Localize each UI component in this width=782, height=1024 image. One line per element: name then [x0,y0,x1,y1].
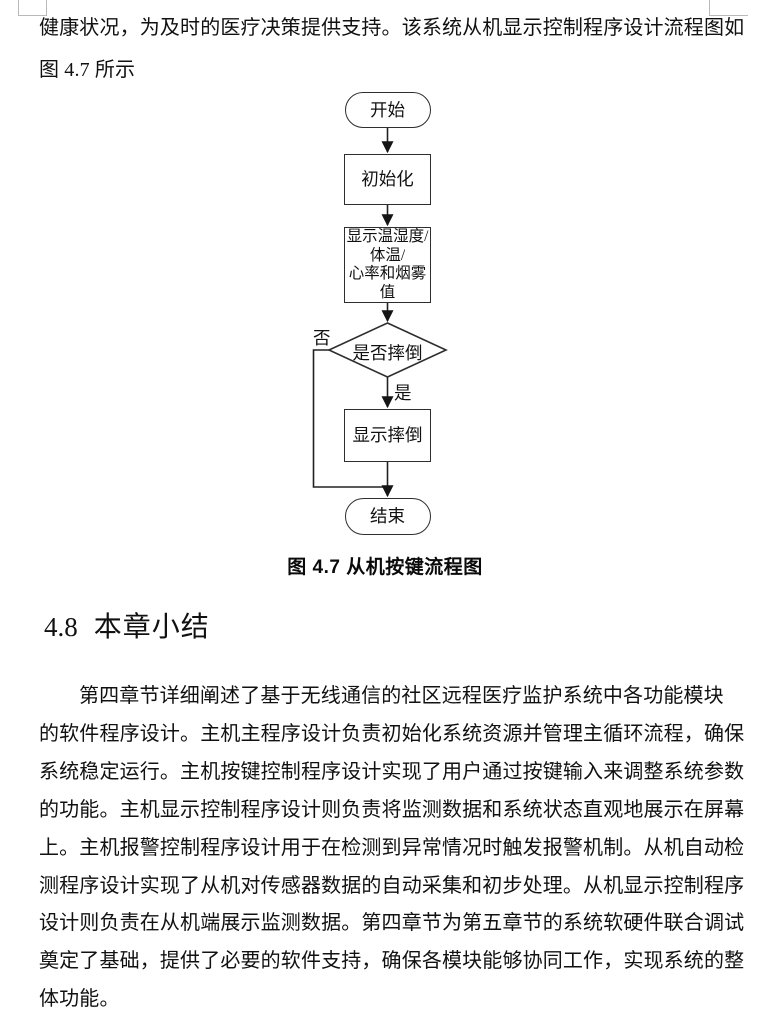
intro-line: 健康状况，为及时的医疗决策提供支持。该系统从机显示控制程序设计流程图如 [39,17,745,39]
section-title: 本章小结 [93,611,210,642]
summary-line: 第四章节详细阐述了基于无线通信的社区远程医疗监护系统中各功能模块 [79,685,724,707]
init-node-label: 初始化 [361,169,414,190]
fall-node-label: 显示摔倒 [352,425,423,446]
summary-line: 系统稳定运行。主机按键控制程序设计实现了用户通过按键输入来调整系统参数 [39,760,745,783]
flowchart-start-node: 开始 [344,92,431,128]
summary-line: 测程序设计实现了从机对传感器数据的自动采集和初步处理。从机显示控制程序 [39,874,745,897]
display-node-line: 体温/ [369,246,406,264]
intro-paragraph: 健康状况，为及时的医疗决策提供支持。该系统从机显示控制程序设计流程图如 图 4.… [39,7,749,91]
section-number: 4.8 [44,612,78,642]
decision-no-branch-label: 否 [313,328,331,348]
flowchart-figure: 开始 初始化 显示温湿度/ 体温/ 心率和烟雾 值 是否摔倒 否 是 显示摔倒 … [0,88,782,554]
flowchart-fall-node: 显示摔倒 [344,409,431,462]
display-node-line: 心率和烟雾 [348,265,427,282]
summary-line: 奠定了基础，提供了必要的软件支持，确保各模块能够协同工作，实现系统的整 [39,950,745,973]
summary-line: 的软件程序设计。主机主程序设计负责初始化系统资源并管理主循环流程，确保 [39,722,745,745]
text-boundary-mark-right [709,0,748,16]
summary-line: 体功能。 [39,988,120,1011]
summary-line: 的功能。主机显示控制程序设计则负责将监测数据和系统状态直观地展示在屏幕 [39,798,745,821]
intro-line: 图 4.7 所示 [39,59,136,81]
flowchart-decision-label: 是否摔倒 [352,343,423,363]
flowchart-end-node: 结束 [344,498,431,535]
start-node-label: 开始 [370,99,405,120]
display-node-line: 显示温湿度/ [346,228,429,245]
decision-yes-branch-label: 是 [394,383,412,403]
text-boundary-mark-left [18,0,47,16]
flowchart-init-node: 初始化 [344,154,431,205]
figure-caption: 图 4.7 从机按键流程图 [287,557,483,578]
summary-line: 上。主机报警控制程序设计用于在检测到异常情况时触发报警机制。从机自动检 [39,836,745,859]
display-node-line: 值 [379,283,396,301]
summary-line: 设计则负责在从机端展示监测数据。第四章节为第五章节的系统软硬件联合调试 [39,912,745,935]
end-node-label: 结束 [370,506,405,527]
flowchart-connectors [312,128,448,498]
section-heading: 4.8 本章小结 [44,608,210,651]
summary-paragraph: 第四章节详细阐述了基于无线通信的社区远程医疗监护系统中各功能模块 的软件程序设计… [39,678,751,1019]
flowchart-display-node: 显示温湿度/ 体温/ 心率和烟雾 值 [344,227,431,303]
